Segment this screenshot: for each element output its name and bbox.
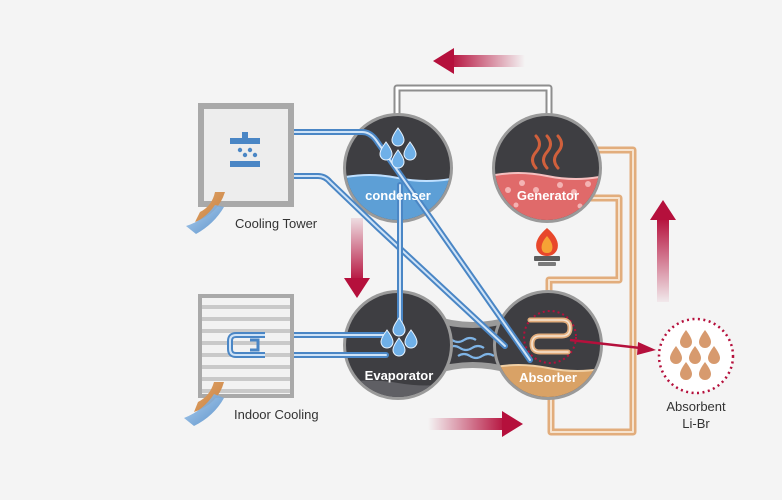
indoor-cooling-unit [198,294,294,398]
generator-vessel [492,113,602,223]
heat-waves-icon [531,134,563,170]
absorbent-label: Absorbent [666,399,726,414]
water-drops-icon [380,317,418,357]
water-drops-icon [237,147,258,158]
burner-icon [534,256,560,266]
water-drops-icon [670,330,720,380]
evaporator-label: Evaporator [365,368,434,383]
indoor-cooling-label: Indoor Cooling [234,407,319,422]
flow-arrow-icon [650,200,676,302]
cooling-tower-label: Cooling Tower [235,216,318,231]
flow-arrow-icon [428,411,523,437]
flow-arrow-icon [344,218,370,298]
flame-icon [536,228,558,256]
absorber-label: Absorber [519,370,577,385]
absorbent-highlight-ring [523,310,577,364]
absorber-vessel [493,290,603,400]
cooling-tower-unit [198,103,294,207]
libr-label: Li-Br [682,416,710,431]
absorbent-libr-icon [657,317,735,395]
fan-arrow-icon [186,192,225,234]
water-drops-icon [379,127,417,169]
vapor-connector-pipe [393,84,553,118]
flow-arrow-icon [569,338,656,355]
fan-arrow-icon [184,382,224,426]
condenser-label: condenser [365,188,431,203]
flow-arrow-icon [433,48,525,74]
generator-label: Generator [517,188,579,203]
